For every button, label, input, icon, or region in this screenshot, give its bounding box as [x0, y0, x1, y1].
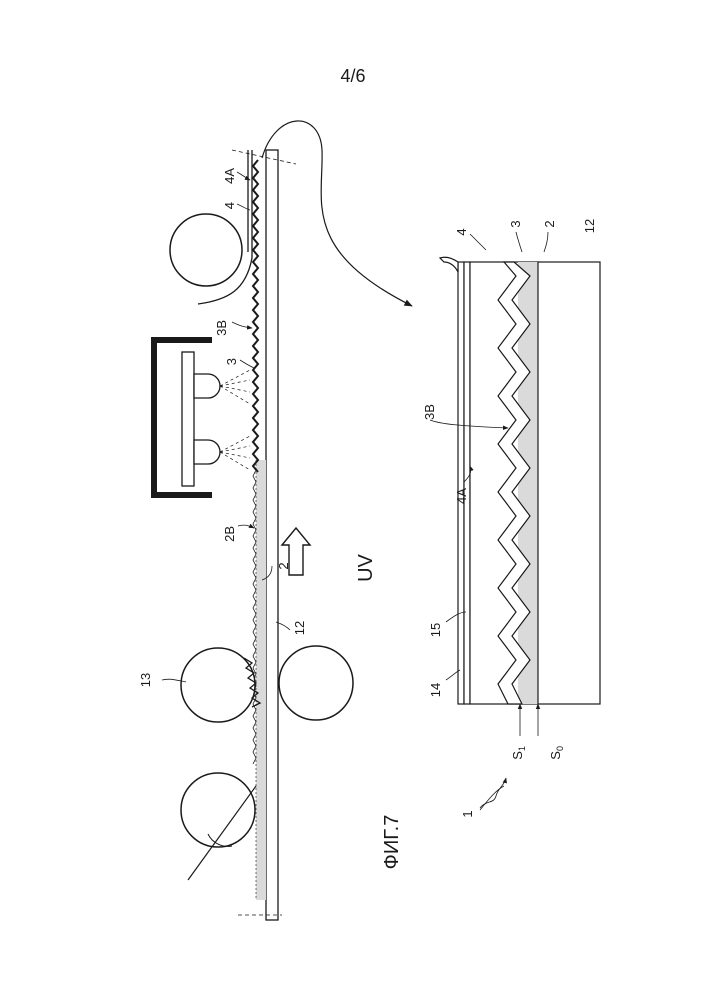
film-layer-15	[464, 262, 470, 704]
relief-3B	[253, 160, 258, 472]
detail-pointer-arrow	[262, 121, 412, 306]
film-layer-14	[458, 262, 464, 704]
label-4: 4	[222, 202, 237, 209]
detail-label-S0: S0	[548, 746, 565, 760]
substrate-12	[266, 150, 278, 920]
detail-label-4A: 4A	[454, 488, 469, 504]
label-2B: 2B	[222, 526, 237, 542]
label-1-squiggle	[480, 778, 506, 808]
page-number: 4/6	[340, 66, 365, 86]
uv-label: UV	[355, 553, 377, 581]
label-3: 3	[224, 358, 239, 365]
feed-roller	[181, 773, 255, 847]
label-3B: 3B	[214, 320, 229, 336]
spray-head-1	[194, 374, 220, 398]
label-12: 12	[292, 621, 307, 635]
figure-title: ФИГ.7	[381, 815, 403, 870]
coating-layer-2	[256, 460, 266, 900]
lamp-bar	[182, 352, 194, 486]
label-4A: 4A	[222, 168, 237, 184]
detail-label-14: 14	[428, 683, 443, 697]
detail-label-2: 2	[542, 220, 557, 227]
spray-lines	[220, 370, 250, 470]
spray-head-2	[194, 440, 220, 464]
detail-label-12: 12	[582, 219, 597, 233]
detail-label-3: 3	[508, 220, 523, 227]
detail-view: 4 3 2 12 3B 4A 15 14 S1 S0 1	[422, 219, 600, 818]
detail-label-1: 1	[460, 810, 475, 817]
embossing-roller-13	[181, 648, 255, 722]
label-13: 13	[138, 673, 153, 687]
relief-2B	[253, 470, 256, 764]
substrate-12-detail	[538, 262, 600, 704]
process-view: UV 4A 4 3B 3 2B 2 12 13 ФИГ.7	[138, 121, 412, 920]
detail-label-15: 15	[428, 623, 443, 637]
roller-top	[170, 214, 242, 286]
detail-label-S1: S1	[510, 746, 527, 760]
label-2: 2	[276, 562, 291, 569]
detail-label-3B: 3B	[422, 404, 437, 420]
support-roller	[279, 646, 353, 720]
detail-label-4: 4	[454, 228, 469, 235]
